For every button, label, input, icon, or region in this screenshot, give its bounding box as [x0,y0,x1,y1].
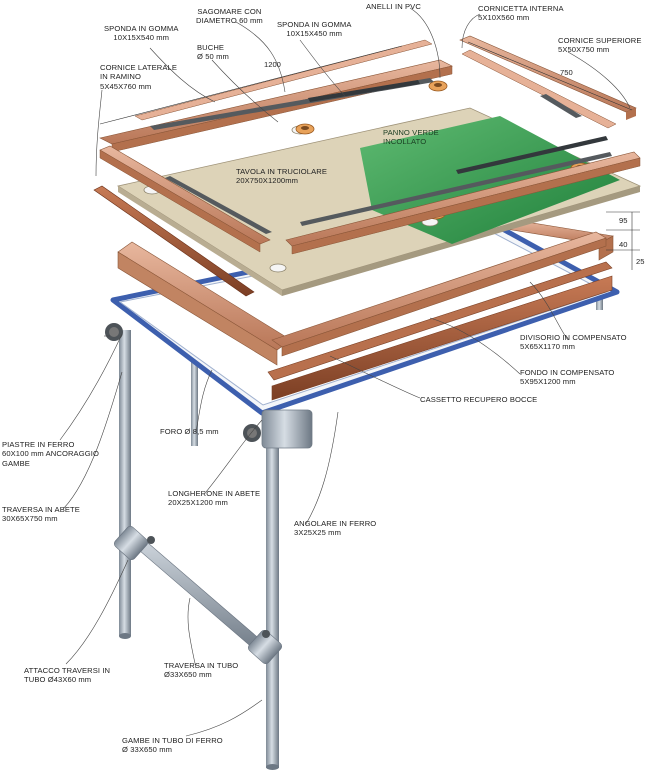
label-piastre: PIASTRE IN FERRO 60X100 mm ANCORAGGIO GA… [2,440,99,468]
label-buche: BUCHE Ø 50 mm [197,43,229,62]
dimension-marks [99,41,640,270]
label-traversa-abete: TRAVERSA IN ABETE 30X65X750 mm [2,505,80,524]
label-sponda-540: SPONDA IN GOMMA 10X15X540 mm [104,24,179,43]
top-cushions [99,35,641,255]
label-foro: FORO Ø 8,5 mm [160,427,219,436]
label-longherone: LONGHERONE IN ABETE 20X25X1200 mm [168,489,261,508]
label-panno: PANNO VERDE INCOLLATO [383,128,439,147]
label-attacco: ATTACCO TRAVERSI IN TUBO Ø43X60 mm [24,666,111,685]
label-divisorio: DIVISORIO IN COMPENSATO 5X65X1170 mm [520,333,627,352]
label-sagomare: SAGOMARE CON DIAMETRO 60 mm [196,7,263,26]
dim-95: 95 [619,216,628,225]
dim-length: 1200 [264,60,281,69]
dim-40: 40 [619,240,628,249]
leader-lines [59,7,631,737]
leg-socket [261,409,313,449]
knob-left [105,323,123,341]
brace-sleeve-right [247,629,283,665]
cross-brace-tube [124,529,271,657]
sponda-gomma-right [540,94,582,118]
knob-right [243,424,261,442]
label-tavola: TAVOLA IN TRUCIOLARE 20X750X1200mm [236,167,328,186]
cornice-laterale-left [93,185,255,297]
sponda-gomma-left [165,176,272,234]
label-fondo: FONDO IN COMPENSATO 5X95X1200 mm [520,368,615,387]
label-traversa-tubo: TRAVERSA IN TUBO Ø33X650 mm [164,661,239,680]
label-anelli: ANELLI IN PVC [366,2,421,11]
sponda-gomma-front [300,152,612,226]
brace-sleeve-left [113,525,149,561]
fondo-compensato [267,261,613,381]
label-sponda-450: SPONDA IN GOMMA 10X15X450 mm [277,20,352,39]
label-cassetto: CASSETTO RECUPERO BOCCE [420,395,538,404]
label-gambe: GAMBE IN TUBO DI FERRO Ø 33X650 mm [122,736,223,755]
label-cornice-superiore: CORNICE SUPERIORE 5X50X750 mm [558,36,642,55]
label-cornicetta: CORNICETTA INTERNA 5X10X560 mm [478,4,564,23]
front-right-leg [266,432,279,768]
front-left-leg [119,330,131,636]
label-angolare: ANGOLARE IN FERRO 3X25X25 mm [294,519,377,538]
dim-25: 25 [636,257,645,266]
dim-width: 750 [560,68,573,77]
back-left-leg [191,296,198,446]
label-cornice-laterale: CORNICE LATERALE IN RAMINO 5X45X760 mm [100,63,177,91]
